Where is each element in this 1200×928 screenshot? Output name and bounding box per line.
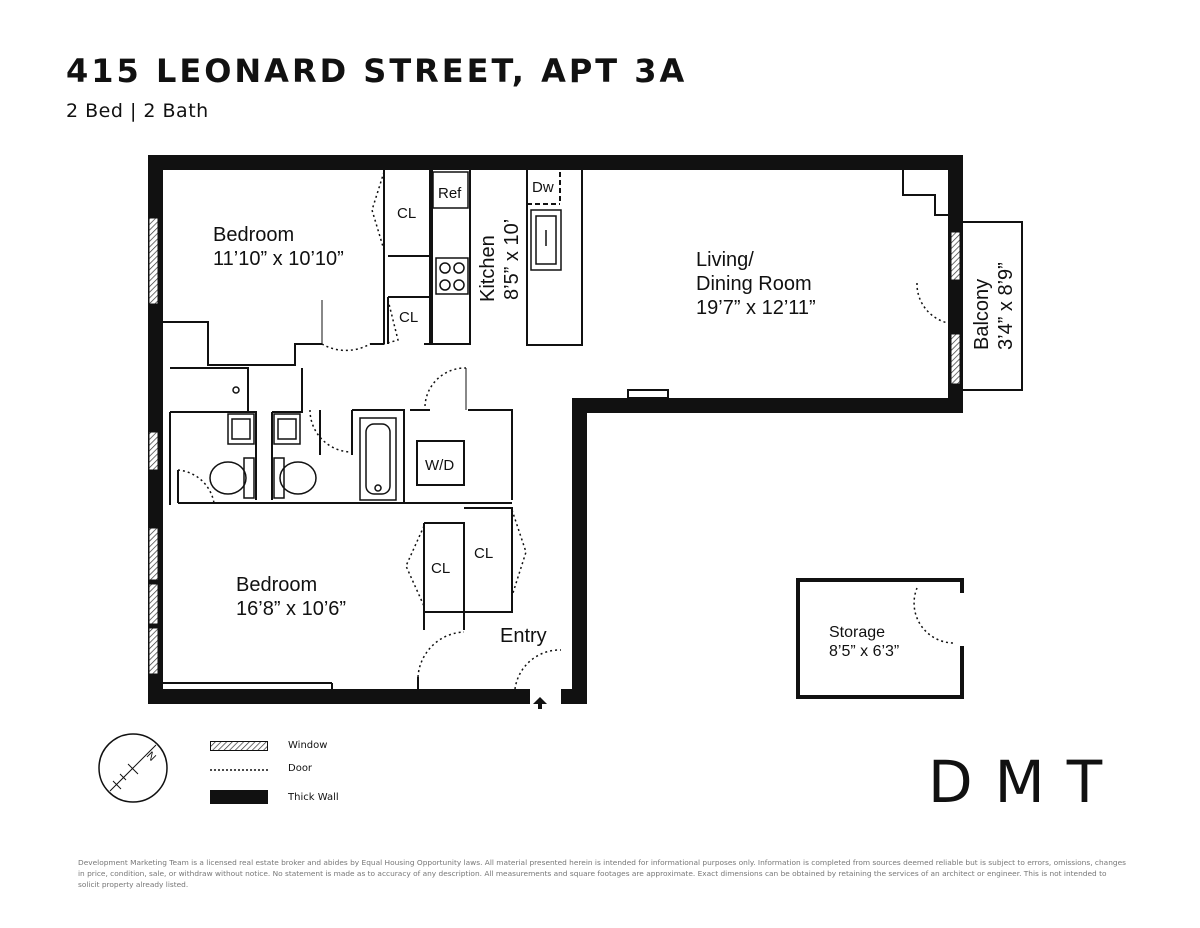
dw-label: Dw [532,179,554,196]
listing-title: 415 LEONARD STREET, APT 3A [66,52,688,90]
legend-door-label: Door [288,763,313,774]
legend-window: Window [210,740,410,756]
window-swatch-icon [210,741,268,751]
fixtures [209,171,562,501]
entry-arrow-icon [533,697,547,709]
closet-label-1: CL [397,205,416,222]
legend-thick-wall-label: Thick Wall [288,792,339,803]
compass-icon: N [98,733,168,803]
bedroom1-name: Bedroom [213,224,294,246]
balcony-name: Balcony [971,279,993,350]
door-swatch-icon [210,769,268,771]
living-name-1: Living/ [696,249,754,271]
legend-thick-wall: Thick Wall [210,790,410,808]
balcony-dims: 3’4” x 8’9” [995,262,1017,350]
entry-label: Entry [500,625,547,647]
brand-logo: DMT [928,748,1125,816]
disclaimer-text: Development Marketing Team is a licensed… [78,858,1126,889]
exterior-walls [148,155,963,704]
closet-label-4: CL [474,545,493,562]
bedroom2-dims: 16’8” x 10’6” [236,598,346,620]
kitchen-dims: 8’5” x 10’ [501,219,523,300]
bedroom1-dims: 11’10” x 10’10” [213,248,344,270]
closet-label-2: CL [399,309,418,326]
closet-label-3: CL [431,560,450,577]
living-dims: 19’7” x 12’11” [696,297,816,319]
storage-unit [796,578,964,699]
doors [177,171,956,690]
interior-walls [163,170,1023,689]
thick-wall-swatch-icon [210,790,268,804]
living-name-2: Dining Room [696,273,812,295]
legend-door: Door [210,763,410,779]
ref-label: Ref [438,185,462,202]
compass-north: N [144,750,158,764]
storage-dims: 8’5” x 6’3” [829,643,899,660]
legend-window-label: Window [288,740,328,751]
kitchen-name: Kitchen [477,235,499,302]
windows [148,217,961,675]
storage-name: Storage [829,624,885,641]
listing-subtitle: 2 Bed | 2 Bath [66,100,209,122]
bedroom2-name: Bedroom [236,574,317,596]
wd-label: W/D [425,457,454,474]
